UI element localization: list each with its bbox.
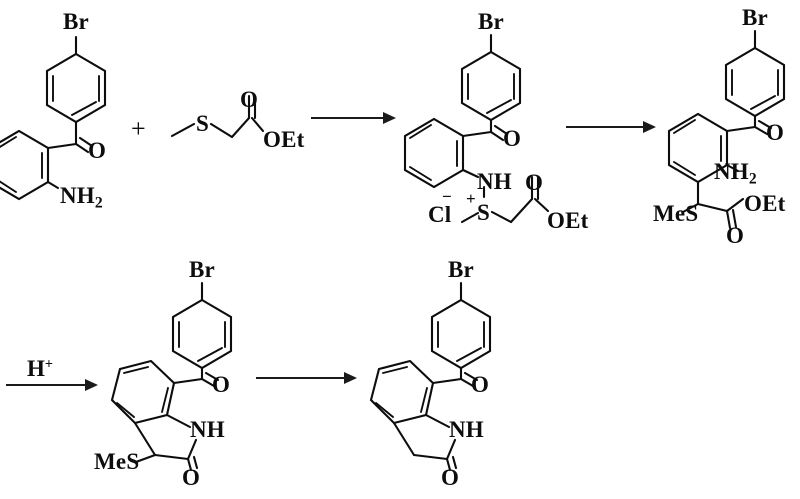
atom-label-lactam-oxygen-s6: O: [441, 465, 460, 490]
atom-label-bromine-s5: Br: [189, 257, 215, 282]
group-label-oet-s3: OEt: [547, 208, 589, 233]
atom-label-oxygen-s4: O: [766, 120, 785, 145]
negative-charge-s3: −: [442, 187, 452, 206]
arrow-4: [256, 372, 357, 384]
structure-1-bonds: [0, 35, 107, 201]
atom-label-amine-s4: NH2: [714, 159, 757, 188]
atom-label-oxygen-s2: O: [240, 87, 259, 112]
atom-label-sulfur-s2: S: [196, 111, 209, 136]
atom-label-oxygen-s5: O: [212, 372, 231, 397]
atom-label-bromine-s3: Br: [478, 9, 504, 34]
atom-label-oxygen-s1: O: [88, 138, 107, 163]
atom-label-ester-oxygen-s3: O: [525, 170, 544, 195]
atom-label-oxygen-s3: O: [503, 126, 522, 151]
subscript-2: 2: [94, 194, 103, 212]
group-label-mes-s4: MeS: [653, 201, 699, 226]
group-label-nh-s3: NH: [477, 169, 512, 194]
positive-charge-s3: +: [466, 189, 476, 208]
atom-label-chloride-s3: Cl: [428, 202, 452, 227]
atom-label-ester-oxygen-s4: O: [726, 223, 745, 248]
subscript-2: 2: [748, 170, 757, 188]
reagent-label-proton: H+: [27, 356, 54, 381]
superscript-plus: +: [44, 356, 54, 373]
group-label-oet-s4: OEt: [744, 191, 786, 216]
arrow-3: [6, 379, 98, 391]
group-label-nh-s6: NH: [449, 417, 484, 442]
group-label-oet-s2: OEt: [263, 127, 305, 152]
group-label-nh-s5: NH: [190, 417, 225, 442]
atom-label-amine-s1: NH2: [60, 183, 103, 212]
atom-label-bromine-s1: Br: [63, 9, 89, 34]
atom-label-bromine-s6: Br: [448, 257, 474, 282]
group-label-mes-s5: MeS: [94, 449, 140, 474]
atom-label-oxygen-s6: O: [471, 372, 490, 397]
plus-operator: +: [131, 114, 146, 143]
arrow-2: [566, 121, 656, 133]
arrow-1: [311, 112, 396, 124]
atom-label-bromine-s4: Br: [742, 5, 768, 30]
atom-label-lactam-oxygen-s5: O: [182, 465, 201, 490]
atom-label-sulfonium-s3: S: [477, 200, 490, 225]
